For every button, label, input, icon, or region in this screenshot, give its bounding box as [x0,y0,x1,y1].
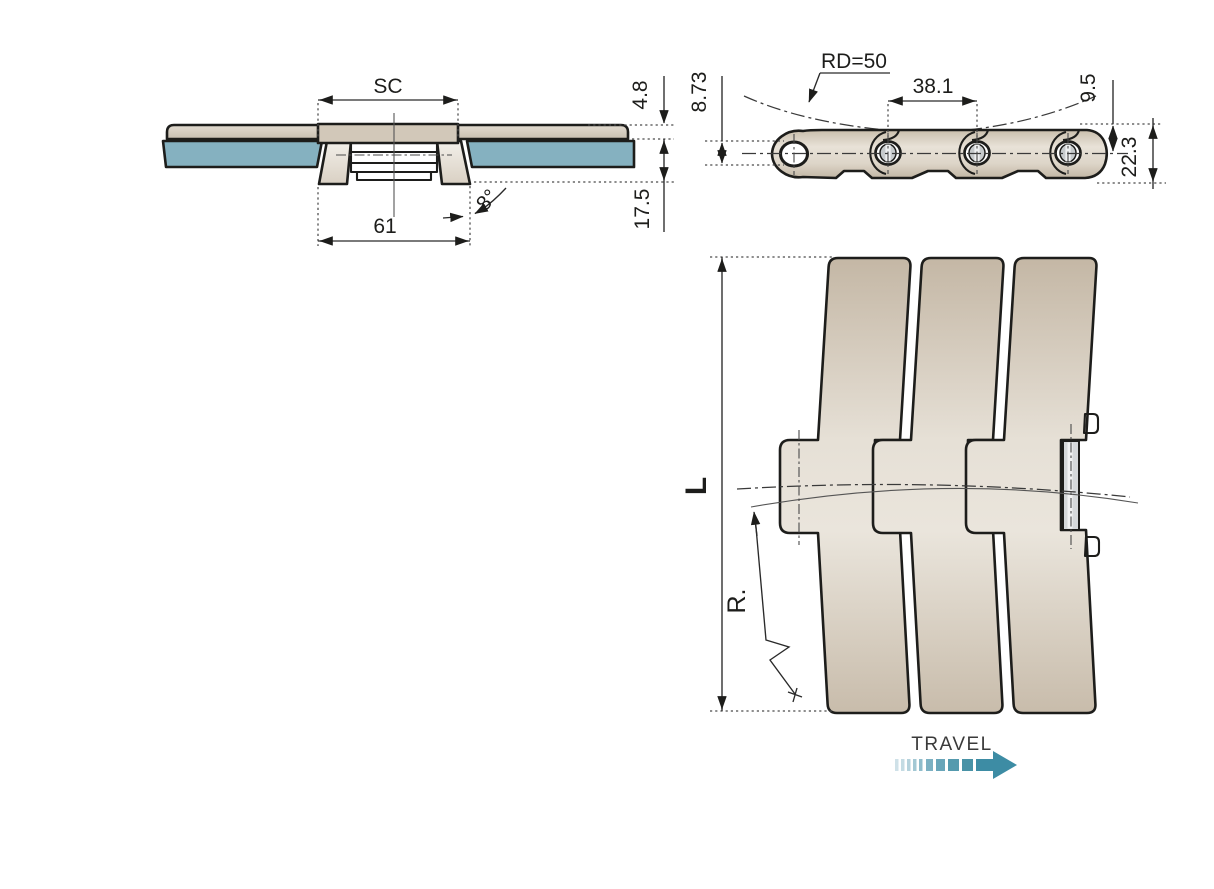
length-dimension-label: L [680,477,713,495]
backflex-arc-right [967,95,1097,131]
thickness-dimension-label: 4.8 [629,80,652,109]
exposed-pin-highlight [1067,442,1073,529]
topheight-dimension-label: 9.5 [1077,73,1100,102]
radius-leader [754,515,796,695]
travel-arrowhead [993,751,1017,779]
front-right-blue-wing [465,139,636,169]
width61-dimension-label: 61 [373,215,396,238]
travel-label: TRAVEL [911,734,993,755]
front-right-leg [435,139,472,186]
top-view: L R. TRAVEL [680,256,1139,779]
travel-indicator: TRAVEL [895,734,1017,779]
travel-arrow [895,751,1017,779]
radius-leader-arrow [750,511,761,537]
angle-arrow-left [442,212,464,223]
angle-dimension-label: 8° [472,185,503,215]
height-dimension-label: 17.5 [631,189,654,230]
front-center-module [316,122,460,145]
radius-label: R. [723,589,751,614]
seam-arc-2 [958,130,976,176]
sc-dimension-label: SC [373,75,402,98]
seam-hook-1 [882,129,901,142]
pitch-dimension-label: 38.1 [913,75,954,98]
turn-radius-arc [750,487,1139,508]
seam-hook-3 [1062,129,1081,142]
front-left-blue-wing [161,139,324,169]
backflex-arc-left [743,95,887,131]
angle-arrow-right [474,203,489,215]
front-left-leg [317,139,353,186]
backflex-leader-arrow [808,72,821,103]
top-tab-lower [1083,535,1101,558]
seam-hook-2 [971,129,990,142]
side-view: RD=50 38.1 8.73 9.5 22.3 [688,50,1166,189]
hinge-centerline-arc [736,483,1131,498]
totalheight-dimension-label: 22.3 [1118,137,1141,178]
backflex-radius-label: RD=50 [821,50,887,73]
top-tab-upper [1082,412,1100,435]
top-plate-3 [964,256,1098,715]
bore-dimension-label: 8.73 [688,72,711,113]
front-view: SC 61 4.8 17.5 8° [161,75,674,246]
radius-endpoint-cross-2 [792,687,798,703]
